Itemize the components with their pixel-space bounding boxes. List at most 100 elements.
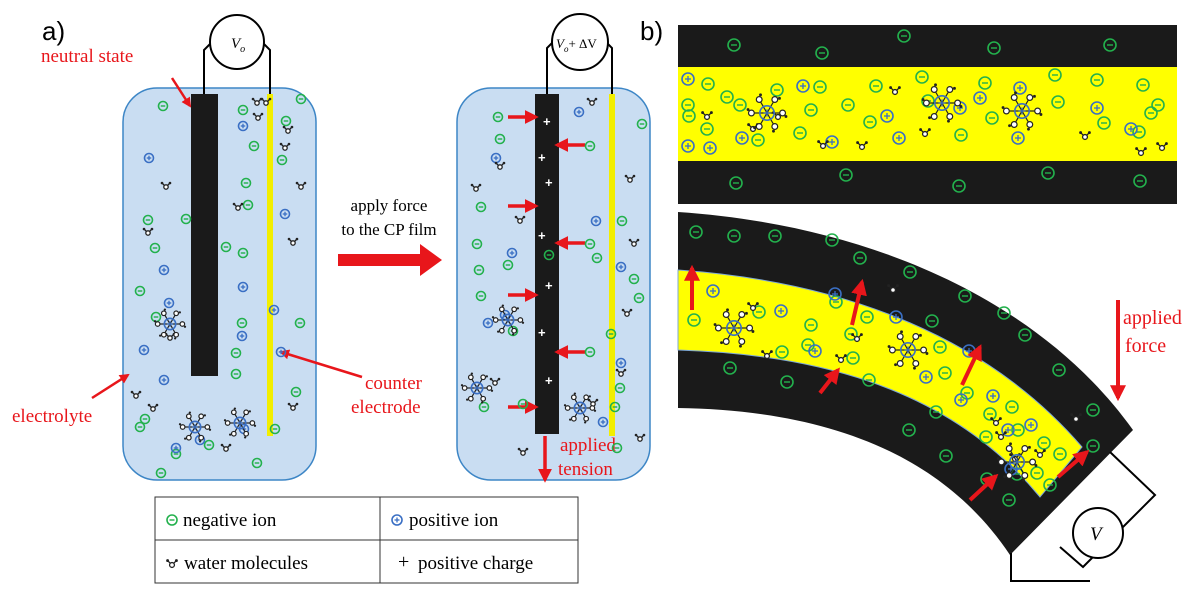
positive-ion	[1090, 101, 1104, 115]
negative-ion	[636, 118, 648, 130]
hydrated-ion	[746, 93, 788, 133]
negative-ion	[1037, 436, 1051, 450]
negative-ion	[633, 292, 645, 304]
positive-ion	[954, 393, 968, 407]
water-molecule	[1135, 147, 1147, 157]
negative-ion	[237, 104, 249, 116]
negative-ion	[611, 442, 623, 454]
positive-ion	[706, 284, 720, 298]
positive-ion	[899, 341, 916, 358]
wire-right-a	[546, 41, 554, 94]
legend-icons	[166, 514, 403, 569]
hydrated-ion	[713, 308, 755, 348]
positive-ion	[597, 416, 609, 428]
positive-ion	[919, 370, 933, 384]
negative-ion	[1144, 106, 1158, 120]
negative-ion	[860, 310, 874, 324]
water-molecule	[130, 390, 142, 399]
negative-ion	[236, 317, 248, 329]
water-molecule	[701, 111, 713, 121]
water-molecule	[517, 447, 529, 456]
negative-ion	[1005, 400, 1019, 414]
counter-electrode-left	[267, 94, 273, 436]
negative-ion	[720, 90, 734, 104]
positive-ion	[506, 247, 518, 259]
water-molecule	[166, 559, 178, 569]
negative-ion	[804, 318, 818, 332]
panel-b-arrows	[684, 264, 1126, 502]
positive-ion	[1124, 122, 1138, 136]
water-molecule	[1156, 142, 1168, 152]
negative-ion	[681, 98, 695, 112]
water-molecule	[817, 140, 829, 150]
negative-ion	[517, 398, 529, 410]
plus-charge: +	[545, 278, 553, 293]
negative-ion	[804, 103, 818, 117]
hydrated-ion	[153, 308, 187, 340]
negative-ion	[839, 168, 853, 182]
water-molecule	[1034, 449, 1046, 459]
negative-ion	[897, 29, 911, 43]
hydrated-ion	[996, 442, 1038, 482]
negative-ion	[979, 430, 993, 444]
positive-ion	[825, 135, 839, 149]
negative-ion	[1030, 466, 1044, 480]
electrolyte-label: electrolyte	[12, 406, 92, 427]
voltmeter-right	[551, 13, 609, 71]
positive-ion	[796, 79, 810, 93]
negative-ion	[682, 109, 696, 123]
negative-ion	[829, 295, 843, 309]
negative-ion	[1052, 363, 1066, 377]
legend-water-molecules: water molecules	[184, 553, 308, 574]
negative-ion	[475, 290, 487, 302]
negative-ion	[978, 76, 992, 90]
negative-ion	[248, 140, 260, 152]
water-molecule	[919, 128, 931, 138]
negative-ion	[502, 259, 514, 271]
negative-ion	[915, 70, 929, 84]
arrow-up	[968, 473, 999, 502]
neutral-state-label: neutral state	[41, 46, 133, 67]
positive-ion	[681, 139, 695, 153]
legend-positive-ion: positive ion	[409, 510, 499, 531]
negative-ion	[902, 423, 916, 437]
hydrated-ion	[1001, 91, 1043, 131]
negative-ion	[1136, 78, 1150, 92]
apply-force-text-2: to the CP film	[341, 220, 436, 239]
positive-ion	[828, 287, 842, 301]
negative-ion	[616, 215, 628, 227]
water-molecule	[990, 417, 1002, 427]
legend-positive-charge: positive charge	[418, 553, 533, 574]
left-cell: Vo	[122, 14, 317, 481]
positive-ion	[725, 319, 742, 336]
water-molecule	[489, 377, 501, 386]
water-molecule	[621, 308, 633, 317]
arrow-up	[1056, 449, 1090, 479]
negative-ion	[543, 249, 555, 261]
counter-electrode-label-1: counter	[365, 373, 423, 394]
positive-ion	[158, 374, 170, 386]
negative-ion	[1051, 95, 1065, 109]
negative-ion	[584, 140, 596, 152]
negative-ion	[230, 368, 242, 380]
applied-force-label-1: applied	[1123, 307, 1182, 329]
negative-ion	[475, 201, 487, 213]
negative-ion	[230, 347, 242, 359]
negative-ion	[242, 199, 254, 211]
negative-ion	[605, 328, 617, 340]
negative-ion	[166, 514, 178, 526]
water-molecule	[761, 350, 773, 360]
positive-ion	[774, 304, 788, 318]
water-molecule	[220, 443, 232, 452]
positive-ion	[143, 152, 155, 164]
negative-ion	[139, 413, 151, 425]
positive-ion	[1011, 131, 1025, 145]
counter-electrode-pointer	[279, 349, 363, 379]
bent-wire-bottom	[1010, 553, 1090, 582]
negative-ion	[952, 179, 966, 193]
positive-ion	[279, 208, 291, 220]
water-molecule	[287, 237, 299, 246]
negative-ion	[733, 98, 747, 112]
positive-ion	[681, 72, 695, 86]
